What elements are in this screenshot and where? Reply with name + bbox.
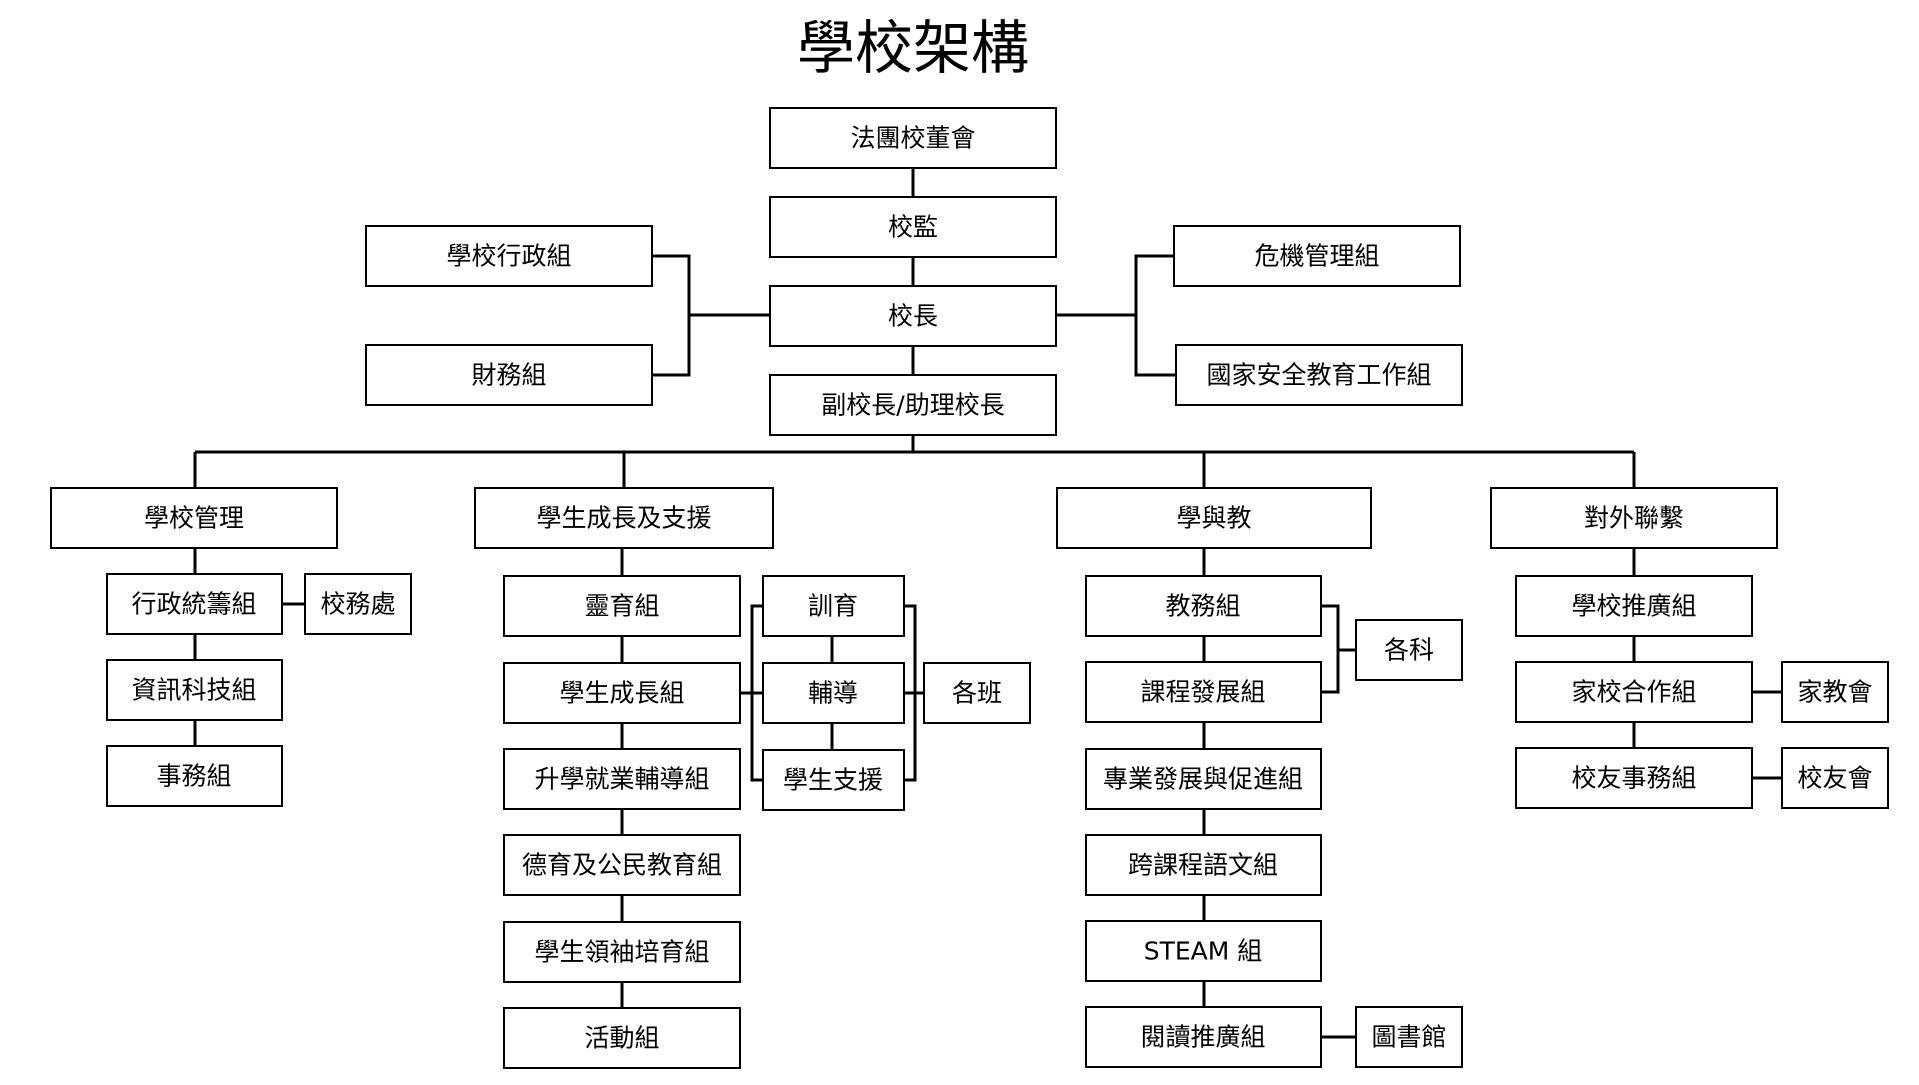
node-academic: 教務組 [1085,575,1322,637]
node-label: 對外聯繫 [1584,504,1684,533]
node-label: 閱讀推廣組 [1140,1023,1265,1052]
node-label: STEAM 組 [1144,937,1263,966]
node-label: 輔導 [808,679,858,708]
node-pta: 家教會 [1781,661,1889,723]
node-finance: 財務組 [365,344,653,406]
node-label: 校友事務組 [1571,764,1696,793]
node-label: 專業發展與促進組 [1103,765,1303,794]
node-supervisor: 校監 [769,196,1057,258]
node-professional-development: 專業發展與促進組 [1085,748,1322,810]
node-label: 訓育 [808,592,858,621]
node-classes: 各班 [923,662,1031,724]
node-label: 活動組 [584,1024,659,1053]
node-label: 學校推廣組 [1571,592,1696,621]
node-library: 圖書館 [1355,1006,1463,1068]
node-home-school: 家校合作組 [1515,661,1753,723]
node-curriculum: 課程發展組 [1085,661,1322,723]
connector-bracket [1134,254,1176,377]
node-counselling: 輔導 [762,662,905,724]
node-vice-principal: 副校長/助理校長 [769,374,1057,436]
node-moral-civic: 德育及公民教育組 [503,834,741,896]
node-label: 德育及公民教育組 [522,851,722,880]
node-reading: 閱讀推廣組 [1085,1006,1322,1068]
node-steam: STEAM 組 [1085,920,1322,982]
node-label: 圖書館 [1371,1023,1446,1052]
connector-bracket [652,254,691,377]
node-alumni-affairs: 校友事務組 [1515,747,1753,809]
node-school-promotion: 學校推廣組 [1515,575,1753,637]
node-learning-teaching: 學與教 [1056,487,1372,549]
node-label: 跨課程語文組 [1128,851,1278,880]
node-discipline: 訓育 [762,575,905,637]
node-label: 校務處 [320,590,395,619]
node-label: 校友會 [1797,764,1872,793]
node-label: 行政統籌組 [131,590,256,619]
node-school-admin-group: 學校行政組 [365,225,653,287]
node-label: 學生支援 [783,766,883,795]
node-alumni-association: 校友會 [1781,747,1889,809]
node-label: 家校合作組 [1571,678,1696,707]
node-label: 家教會 [1797,678,1872,707]
node-label: 各科 [1384,636,1434,665]
node-activities: 活動組 [503,1007,741,1069]
node-student-growth-support: 學生成長及支援 [474,487,774,549]
node-career: 升學就業輔導組 [503,748,741,810]
node-label: 事務組 [156,762,231,791]
node-school-office: 校務處 [304,573,412,635]
node-label: 靈育組 [584,592,659,621]
connector-bracket [1321,604,1340,694]
node-student-support: 學生支援 [762,749,905,811]
connector-lines [193,168,1782,1039]
node-board: 法團校董會 [769,107,1057,169]
node-label: 學校管理 [144,504,244,533]
node-spiritual: 靈育組 [503,575,741,637]
node-label: 課程發展組 [1140,678,1265,707]
node-crisis: 危機管理組 [1173,225,1461,287]
node-label: 校長 [888,302,938,331]
node-label: 法團校董會 [850,124,975,153]
node-label: 學與教 [1176,504,1251,533]
org-boxes: 法團校董會 校監 校長 副校長/助理校長 學校行政組 財務組 危機管理組 國家安… [50,107,1889,1069]
node-label: 資訊科技組 [131,676,256,705]
node-affairs: 事務組 [106,745,283,807]
node-label: 升學就業輔導組 [534,765,709,794]
node-student-growth: 學生成長組 [503,662,741,724]
node-label: 危機管理組 [1254,242,1379,271]
node-label: 國家安全教育工作組 [1206,361,1431,390]
node-label: 副校長/助理校長 [821,391,1004,420]
node-label: 教務組 [1165,592,1240,621]
node-language-across: 跨課程語文組 [1085,834,1322,896]
node-school-management: 學校管理 [50,487,338,549]
node-external-relations: 對外聯繫 [1490,487,1778,549]
node-it: 資訊科技組 [106,659,283,721]
node-label: 財務組 [471,361,546,390]
node-admin-planning: 行政統籌組 [106,573,283,635]
node-national-security: 國家安全教育工作組 [1175,344,1463,406]
node-principal: 校長 [769,285,1057,347]
node-leadership: 學生領袖培育組 [503,921,741,983]
chart-title: 學校架構 [797,14,1029,82]
node-label: 學校行政組 [446,242,571,271]
node-label: 學生領袖培育組 [534,938,709,967]
node-label: 學生成長及支援 [536,504,711,533]
node-subjects: 各科 [1355,619,1463,681]
node-label: 各班 [952,679,1002,708]
node-label: 校監 [888,213,938,242]
node-label: 學生成長組 [559,679,684,708]
